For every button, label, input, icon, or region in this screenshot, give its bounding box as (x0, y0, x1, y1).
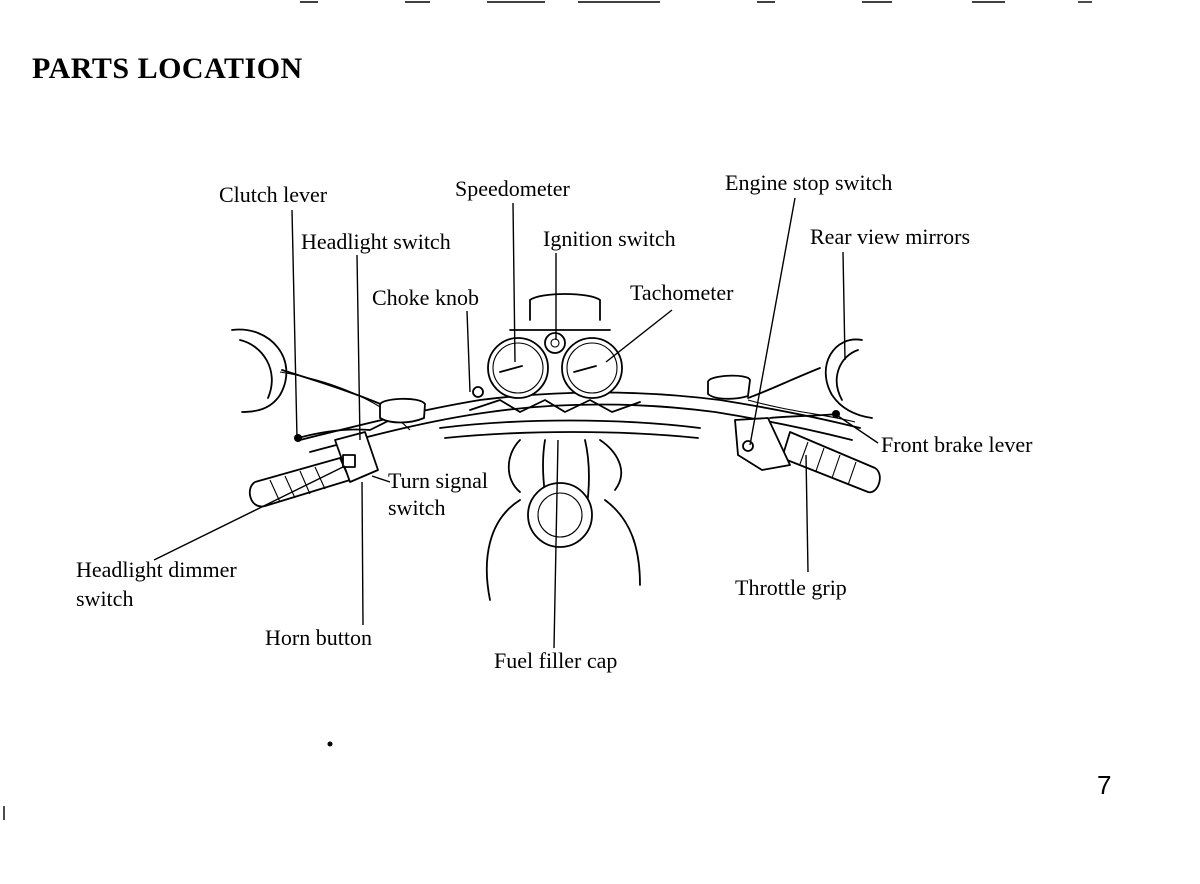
right-mirror (824, 338, 873, 419)
headlight-dimmer-switch-label-line1: Headlight dimmer (76, 557, 237, 582)
choke-knob-label: Choke knob (372, 285, 479, 310)
scan-marks (3, 1, 1092, 820)
ignition-switch-drawing (544, 332, 566, 354)
speedometer-label: Speedometer (455, 176, 570, 201)
left-mirror (231, 328, 288, 413)
fuel-cap-drawing (527, 482, 593, 548)
clutch-lever-label: Clutch lever (219, 182, 328, 207)
page-number: 7 (1097, 770, 1112, 800)
throttle-grip-label: Throttle grip (735, 575, 847, 600)
tachometer-label: Tachometer (630, 280, 734, 305)
engine-stop-switch-label: Engine stop switch (725, 170, 893, 195)
left-grip (248, 457, 351, 508)
fuel-filler-cap-label: Fuel filler cap (494, 648, 618, 673)
front-brake-lever-label: Front brake lever (881, 432, 1033, 457)
turn-signal-switch-label-line1: Turn signal (388, 468, 489, 493)
right-grip (781, 431, 881, 493)
right-switch-housing (734, 417, 791, 471)
horn-button-label: Horn button (265, 625, 372, 650)
leader-lines (153, 197, 879, 649)
turn-signal-switch-label-line2: switch (388, 495, 446, 520)
clutch-lever-drawing (297, 419, 391, 439)
headlight-dimmer-switch-label-line2: switch (76, 586, 134, 611)
headlight-switch-label: Headlight switch (301, 229, 451, 254)
left-switch-housing (334, 431, 379, 483)
rear-view-mirrors-label: Rear view mirrors (810, 224, 971, 249)
ignition-switch-label: Ignition switch (543, 226, 676, 251)
page-title: PARTS LOCATION (32, 52, 303, 85)
fuel-tank (485, 499, 521, 601)
instrument-housing (529, 293, 601, 321)
